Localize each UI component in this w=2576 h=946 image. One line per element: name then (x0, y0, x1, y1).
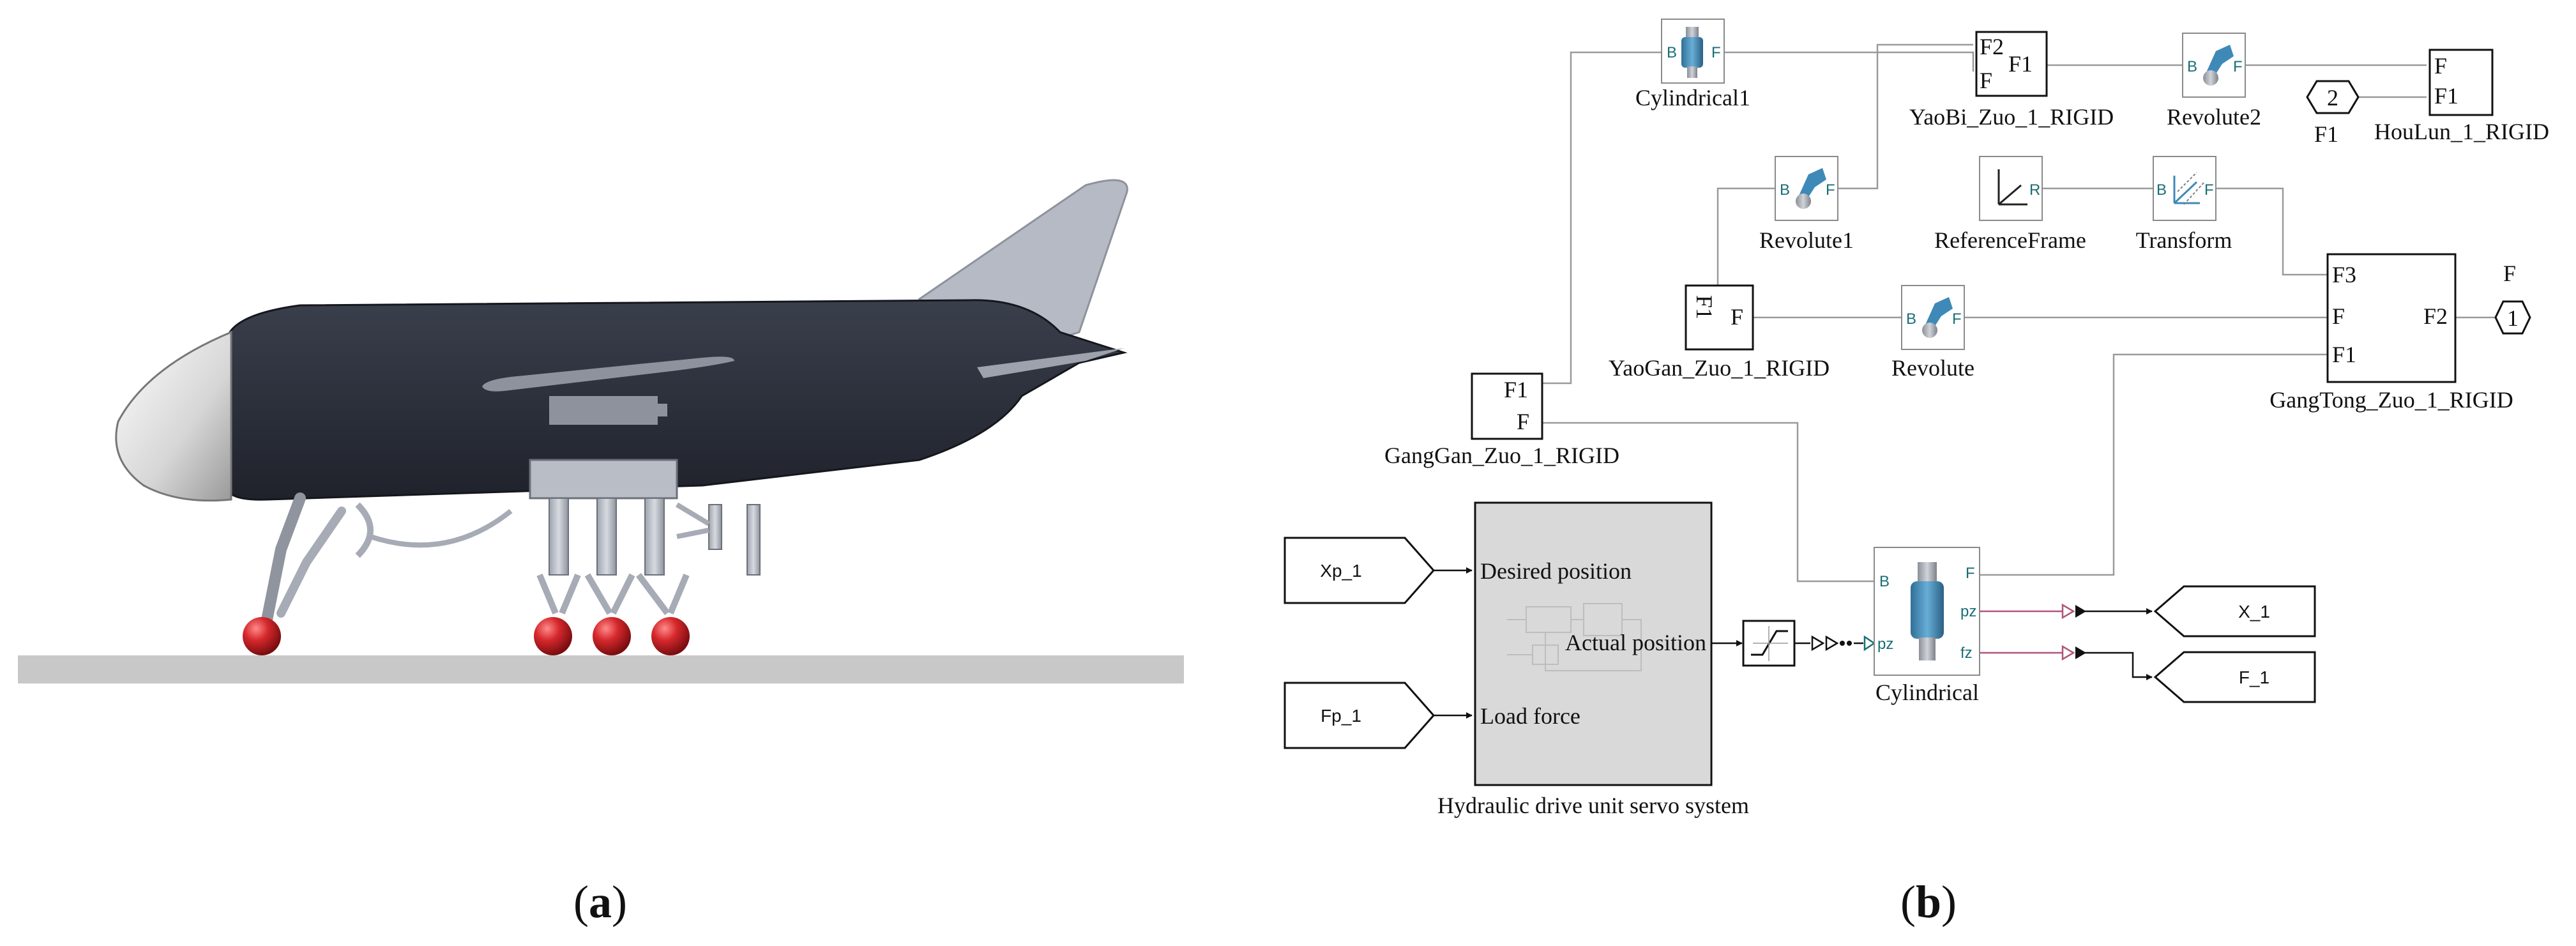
main-landing-gear (534, 498, 761, 655)
goto-2-block[interactable]: 2 F1 (2306, 80, 2360, 147)
port-f1-label: F1 (1692, 295, 1717, 319)
yaobi-label: YaoBi_Zuo_1_RIGID (1909, 104, 2114, 130)
hydraulic-label: Hydraulic drive unit servo system (1437, 793, 1749, 818)
port-f-label: F (1966, 565, 1975, 582)
hydraulic-servo-subsystem[interactable]: Desired position Actual position Load fo… (1437, 501, 1749, 818)
port-r-label: R (2029, 181, 2040, 199)
port-f-label: F (2233, 58, 2243, 75)
port-f1-label: F1 (2434, 83, 2459, 109)
fp1-label: Fp_1 (1321, 706, 1361, 726)
xp1-label: Xp_1 (1320, 561, 1361, 581)
port-b-label: B (1906, 310, 1916, 328)
saturation-block[interactable] (1742, 620, 1796, 667)
revolute-label: Revolute (1891, 355, 1974, 381)
revolute2-block[interactable]: B F Revolute2 (2167, 33, 2261, 130)
panel-b-label: (b) (1900, 876, 1957, 927)
gangtong-label: GangTong_Zuo_1_RIGID (2269, 387, 2513, 413)
revolute1-label: Revolute1 (1759, 227, 1854, 253)
simulink-diagram: B F Cylindrical1 F2 F1 F YaoBi_Zuo_1_RIG… (1284, 19, 2549, 927)
port-f-label: F (1980, 68, 1992, 93)
desired-position-port: Desired position (1480, 558, 1632, 584)
panel-a-label: (a) (573, 876, 627, 927)
fp1-from-block[interactable]: Fp_1 (1284, 682, 1436, 749)
xp1-from-block[interactable]: Xp_1 (1284, 537, 1436, 604)
input-pz-label: pz (1877, 636, 1893, 653)
port-b-label: B (2156, 181, 2167, 199)
port-f-label: F (1826, 181, 1835, 199)
port-f1-label: F1 (2008, 51, 2033, 77)
port-f-label: F (1711, 44, 1721, 61)
ground-plane (18, 655, 1184, 683)
port-f1-label: F1 (2332, 342, 2356, 367)
goto-1-number: 1 (2507, 305, 2519, 331)
yaogan-block[interactable]: F1 F YaoGan_Zuo_1_RIGID (1609, 284, 1830, 381)
port-f-label: F (1517, 409, 1529, 434)
aircraft-model-image: (a) (18, 179, 1184, 927)
fuselage (227, 299, 1128, 501)
gangtong-block[interactable]: F3 F F1 F2 GangTong_Zuo_1_RIGID F (2269, 253, 2516, 413)
port-f-label: F (2332, 303, 2345, 329)
nose-cone (115, 330, 232, 502)
port-f-label: F (1952, 310, 1962, 328)
port-b-label: B (1780, 181, 1790, 199)
cylindrical1-label: Cylindrical1 (1635, 85, 1750, 111)
goto-1-block[interactable]: 1 (2494, 300, 2531, 335)
port-f2-label: F2 (1980, 34, 2004, 59)
ganggan-block[interactable]: F1 F GangGan_Zuo_1_RIGID (1384, 372, 1619, 468)
ps-simulink-converter-pz[interactable] (2061, 603, 2086, 620)
revolute2-label: Revolute2 (2167, 104, 2261, 130)
port-f3-label: F3 (2332, 262, 2356, 287)
port-f-label: F (2204, 181, 2214, 199)
side-strake (482, 356, 734, 392)
referenceframe-block[interactable]: R ReferenceFrame (1934, 156, 2086, 253)
x1-label: X_1 (2238, 602, 2270, 622)
port-f2-label: F2 (2423, 303, 2448, 329)
yaobi-block[interactable]: F2 F1 F YaoBi_Zuo_1_RIGID (1909, 31, 2114, 130)
f1-output-label: F_1 (2239, 668, 2269, 687)
port-f-label: F (2434, 53, 2447, 79)
subsystem-preview (1507, 603, 1642, 671)
transform-label: Transform (2136, 227, 2232, 253)
gangtong-output-label: F (2503, 261, 2516, 286)
port-b-label: B (1667, 44, 1677, 61)
ps-simulink-converter-fz[interactable] (2061, 645, 2086, 661)
cylindrical-block[interactable]: B F pz fz pz Cylindrical (1874, 547, 1980, 705)
ganggan-label: GangGan_Zuo_1_RIGID (1384, 443, 1619, 468)
front-landing-gear (243, 492, 513, 655)
simulink-ps-converter[interactable] (1811, 635, 1876, 652)
goto-2-number: 2 (2327, 85, 2338, 111)
referenceframe-label: ReferenceFrame (1934, 227, 2086, 253)
port-fz-label: fz (1960, 645, 1973, 662)
connection-lines (1542, 43, 2496, 583)
port-b-label: B (1879, 573, 1890, 590)
x1-goto-block[interactable]: X_1 (2153, 585, 2316, 637)
signal-lines (1434, 567, 2153, 719)
port-b-label: B (2187, 58, 2197, 75)
cylindrical1-block[interactable]: B F Cylindrical1 (1635, 19, 1750, 111)
revolute1-block[interactable]: B F Revolute1 (1759, 156, 1854, 253)
gear-mount (529, 459, 678, 500)
port-f-label: F (1731, 304, 1743, 330)
rear-fin (977, 348, 1124, 378)
goto-2-label: F1 (2314, 121, 2338, 147)
side-pod (549, 396, 658, 425)
port-pz-label: pz (1960, 603, 1976, 620)
houlun-block[interactable]: F F1 HouLun_1_RIGID (2374, 49, 2549, 144)
houlun-label: HouLun_1_RIGID (2374, 119, 2549, 144)
port-f1-label: F1 (1504, 377, 1528, 402)
revolute-block[interactable]: B F Revolute (1891, 285, 1974, 381)
transform-block[interactable]: B F Transform (2136, 156, 2232, 253)
actual-position-port: Actual position (1565, 630, 1706, 655)
yaogan-label: YaoGan_Zuo_1_RIGID (1609, 355, 1830, 381)
cylindrical-label: Cylindrical (1875, 680, 1979, 705)
load-force-port: Load force (1480, 703, 1580, 729)
f1-goto-block[interactable]: F_1 (2153, 651, 2316, 703)
